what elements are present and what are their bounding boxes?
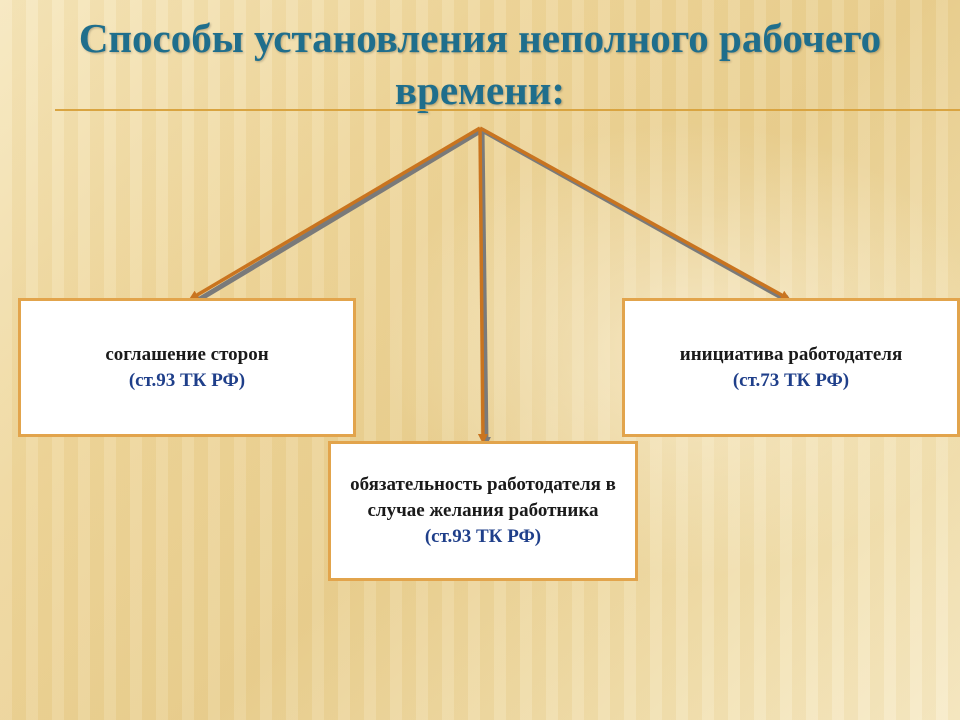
box-right-text: инициатива работодателя [679,343,903,365]
slide-title: Способы установления неполного рабочего … [78,15,882,113]
box-right-article: (ст.73 ТК РФ) [732,369,850,391]
box-center-text: обязательность работодателя в случае жел… [350,474,616,521]
arrow-left [188,126,481,301]
box-left-article: (ст.93 ТК РФ) [128,369,246,391]
box-employer-initiative: инициатива работодателя (ст.73 ТК РФ) [622,298,960,437]
arrow-left-shadow [191,127,484,305]
box-agreement-of-parties: соглашение сторон (ст.93 ТК РФ) [18,298,356,437]
box-left-text: соглашение сторон [105,343,269,365]
box-employer-obligation: обязательность работодателя в случае жел… [328,441,638,581]
arrow-center [477,127,488,444]
title-underline [55,109,960,111]
arrow-center-shadow [479,129,491,447]
box-center-article: (ст.93 ТК РФ) [424,526,542,547]
arrow-right [479,126,791,300]
